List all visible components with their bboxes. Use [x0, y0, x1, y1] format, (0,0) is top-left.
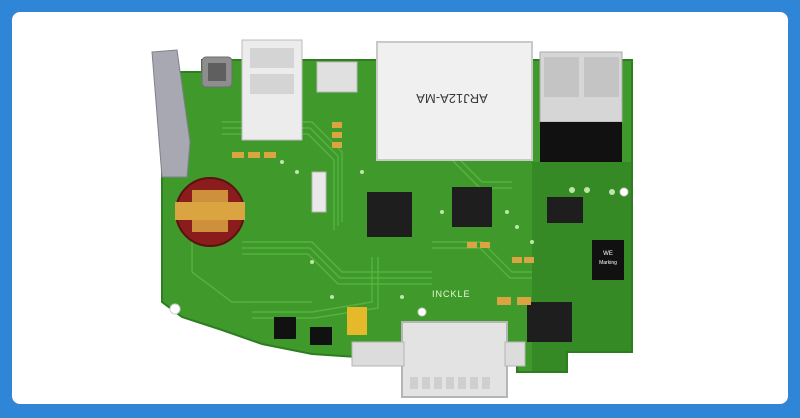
smd-passives: [232, 122, 534, 305]
ic-regulator: [527, 302, 572, 342]
rj45-connector: [376, 41, 533, 161]
rj45-label: ARJ12A-MA: [416, 91, 488, 106]
terminal-base: [540, 122, 622, 162]
terminal-slot-1: [544, 57, 579, 97]
ic-power: [547, 197, 583, 223]
we-mark: WE: [603, 251, 613, 257]
ic-small: [274, 317, 296, 339]
mount-hole-3: [619, 187, 629, 197]
usb-port: [250, 48, 294, 68]
left-connector: [151, 49, 191, 178]
connector-latch-left: [351, 341, 405, 367]
ffc-connector: [311, 171, 327, 213]
inductor-core: [208, 63, 226, 81]
connector-latch-right: [504, 341, 526, 367]
marking-text: Marking: [599, 260, 617, 266]
micro-usb: [316, 61, 358, 93]
battery-clip-center: [192, 190, 228, 232]
yellow-capacitor: [347, 307, 367, 335]
silkscreen-brand: INCKLE: [432, 289, 471, 299]
ic-main: [367, 192, 412, 237]
pcb-render: ARJ12A-MA WE Marking: [12, 12, 788, 404]
transformer: [592, 240, 624, 280]
ic-small-2: [310, 327, 332, 345]
image-frame: ARJ12A-MA WE Marking: [12, 12, 788, 404]
pcb-svg: ARJ12A-MA WE Marking: [151, 39, 633, 398]
ic-ethernet: [452, 187, 492, 227]
mount-hole: [169, 303, 181, 315]
usb-port-2: [250, 74, 294, 94]
connector-pins: [410, 377, 490, 389]
mount-hole-2: [417, 307, 427, 317]
terminal-slot-2: [584, 57, 619, 97]
